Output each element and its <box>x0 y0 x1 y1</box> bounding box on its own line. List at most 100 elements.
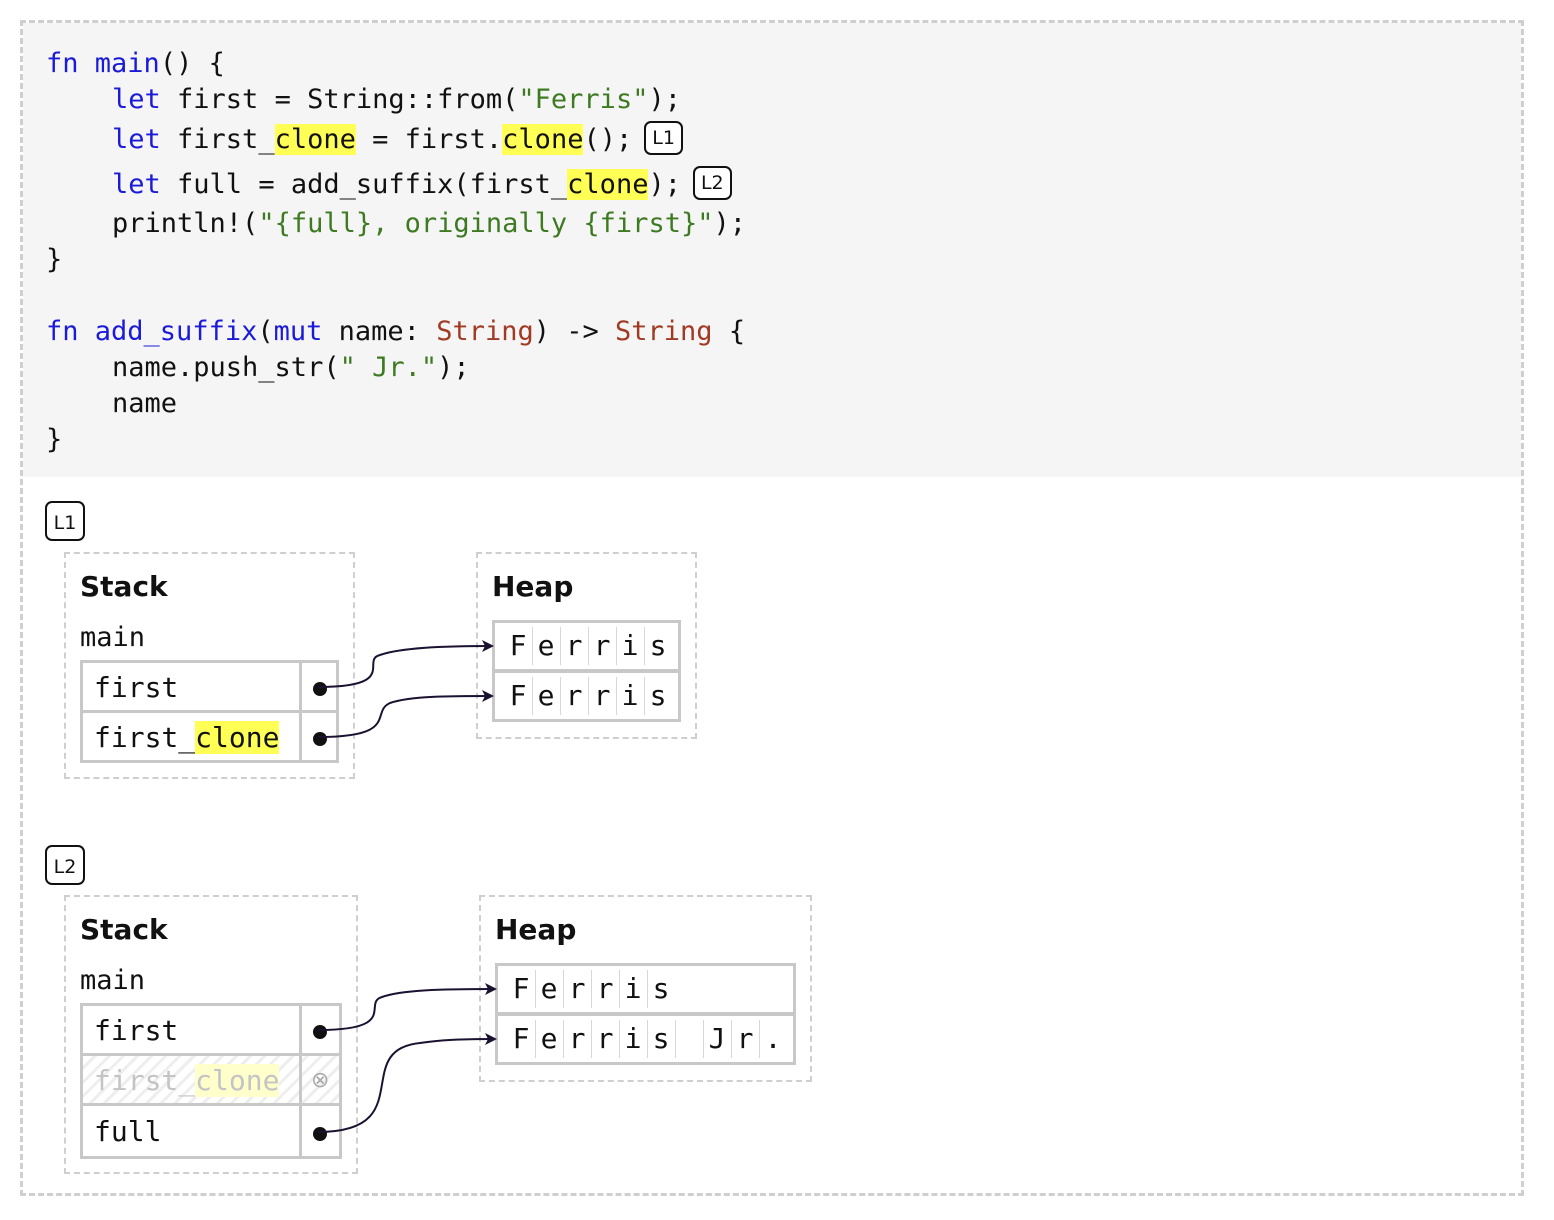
heap-cell-divider <box>560 677 561 715</box>
function-name: main <box>94 48 160 79</box>
pointer-arrow <box>317 690 494 738</box>
heap-char-cell: r <box>565 629 583 662</box>
location-badge-l2: L2 <box>692 165 732 200</box>
code-text: ); <box>648 169 681 200</box>
cell-divider <box>299 1003 302 1056</box>
heap-char-cell: r <box>568 1022 586 1055</box>
section-badge-l2: L2 <box>45 845 85 885</box>
heap-cell-divider <box>647 970 648 1008</box>
stack-title: Stack <box>80 913 168 946</box>
pointer-dot <box>313 1127 327 1141</box>
heap-char-cell: . <box>764 1022 782 1055</box>
heap-char-cell: r <box>736 1022 754 1055</box>
stack-row-full: full <box>80 1103 342 1159</box>
heap-cell-divider <box>616 677 617 715</box>
code-text: = first. <box>355 124 503 155</box>
stack-frame-name: main <box>80 965 146 996</box>
heap-title: Heap <box>492 570 574 603</box>
code-line-2: let first = String::from("Ferris"); <box>112 82 681 118</box>
keyword: fn <box>46 316 95 347</box>
code-text: println!( <box>112 208 259 239</box>
heap-cell-divider <box>535 1020 536 1058</box>
code-line-10: } <box>46 422 62 458</box>
heap-char-cell: e <box>540 1022 558 1055</box>
heap-char-cell: i <box>621 679 639 712</box>
function-name: add_suffix <box>94 316 258 347</box>
keyword: let <box>112 124 161 155</box>
heap-cell-divider <box>759 1020 760 1058</box>
heap-char-cell: r <box>596 1022 614 1055</box>
code-line-4: let full = add_suffix(first_clone);L2 <box>112 165 732 203</box>
string-literal: "Ferris" <box>518 84 649 115</box>
heap-char-cell: r <box>593 679 611 712</box>
heap-cell-divider <box>591 1020 592 1058</box>
heap-char-cell: e <box>537 629 555 662</box>
variable-name: first <box>94 1014 179 1047</box>
code-text: ( <box>257 316 274 347</box>
heap-char-cell: e <box>540 972 558 1005</box>
variable-name: full <box>94 1115 162 1148</box>
code-text: name: <box>322 316 437 347</box>
heap-cell-divider <box>535 970 536 1008</box>
string-literal: " Jr." <box>339 352 438 383</box>
heap-char-cell: r <box>596 972 614 1005</box>
stack-row-first-clone: first_clone <box>80 710 339 763</box>
type-name: String <box>436 316 534 347</box>
stack-box <box>64 552 355 779</box>
heap-cell-divider <box>675 1020 676 1058</box>
heap-cell-divider <box>588 677 589 715</box>
heap-char-cell: i <box>624 1022 642 1055</box>
cell-divider <box>299 660 302 713</box>
cell-divider <box>299 1103 302 1159</box>
heap-cell-divider <box>591 970 592 1008</box>
code-text: } <box>46 244 63 275</box>
cell-divider <box>299 710 302 763</box>
heap-char-cell: i <box>621 629 639 662</box>
heap-char-cell: i <box>624 972 642 1005</box>
code-text: name.push_str( <box>112 352 340 383</box>
code-line-7: fn add_suffix(mut name: String) -> Strin… <box>46 314 745 350</box>
heap-cell-divider <box>532 677 533 715</box>
cell-divider <box>299 1053 302 1106</box>
highlight: clone <box>195 721 280 754</box>
code-line-3: let first_clone = first.clone();L1 <box>112 120 683 158</box>
variable-name: first_clone <box>94 721 280 754</box>
code-block <box>23 23 1521 477</box>
heap-char-cell: F <box>509 679 527 712</box>
code-text: ); <box>648 84 681 115</box>
heap-char-cell: F <box>512 1022 530 1055</box>
heap-cell-divider <box>560 627 561 665</box>
pointer-arrow <box>317 640 494 688</box>
code-text: first = String::from( <box>160 84 519 115</box>
pointer-arrow <box>317 1033 497 1133</box>
highlight: clone <box>195 1064 280 1097</box>
moved-marker-icon: ⊗ <box>311 1068 330 1093</box>
stack-row-first: first <box>80 1003 342 1056</box>
heap-cell-divider <box>619 970 620 1008</box>
code-line-1: fn main() { <box>46 46 225 82</box>
code-line-5: println!("{full}, originally {first}"); <box>112 206 746 242</box>
code-text: ); <box>437 352 470 383</box>
heap-title: Heap <box>495 913 577 946</box>
stack-title: Stack <box>80 570 168 603</box>
heap-cell-divider <box>532 627 533 665</box>
keyword: let <box>112 84 161 115</box>
heap-char-cell: r <box>593 629 611 662</box>
heap-cell-divider <box>647 1020 648 1058</box>
code-text: () { <box>159 48 225 79</box>
highlight: clone <box>274 124 356 155</box>
code-text: ); <box>713 208 746 239</box>
code-line-9: name <box>112 386 177 422</box>
heap-cell-divider <box>619 1020 620 1058</box>
heap-char-cell: s <box>649 629 667 662</box>
heap-cell-divider <box>731 1020 732 1058</box>
highlight: clone <box>502 124 584 155</box>
figure-frame <box>20 20 1524 1196</box>
code-text: first_ <box>160 124 275 155</box>
heap-char-cell: s <box>652 1022 670 1055</box>
section-badge-l1: L1 <box>45 501 85 541</box>
